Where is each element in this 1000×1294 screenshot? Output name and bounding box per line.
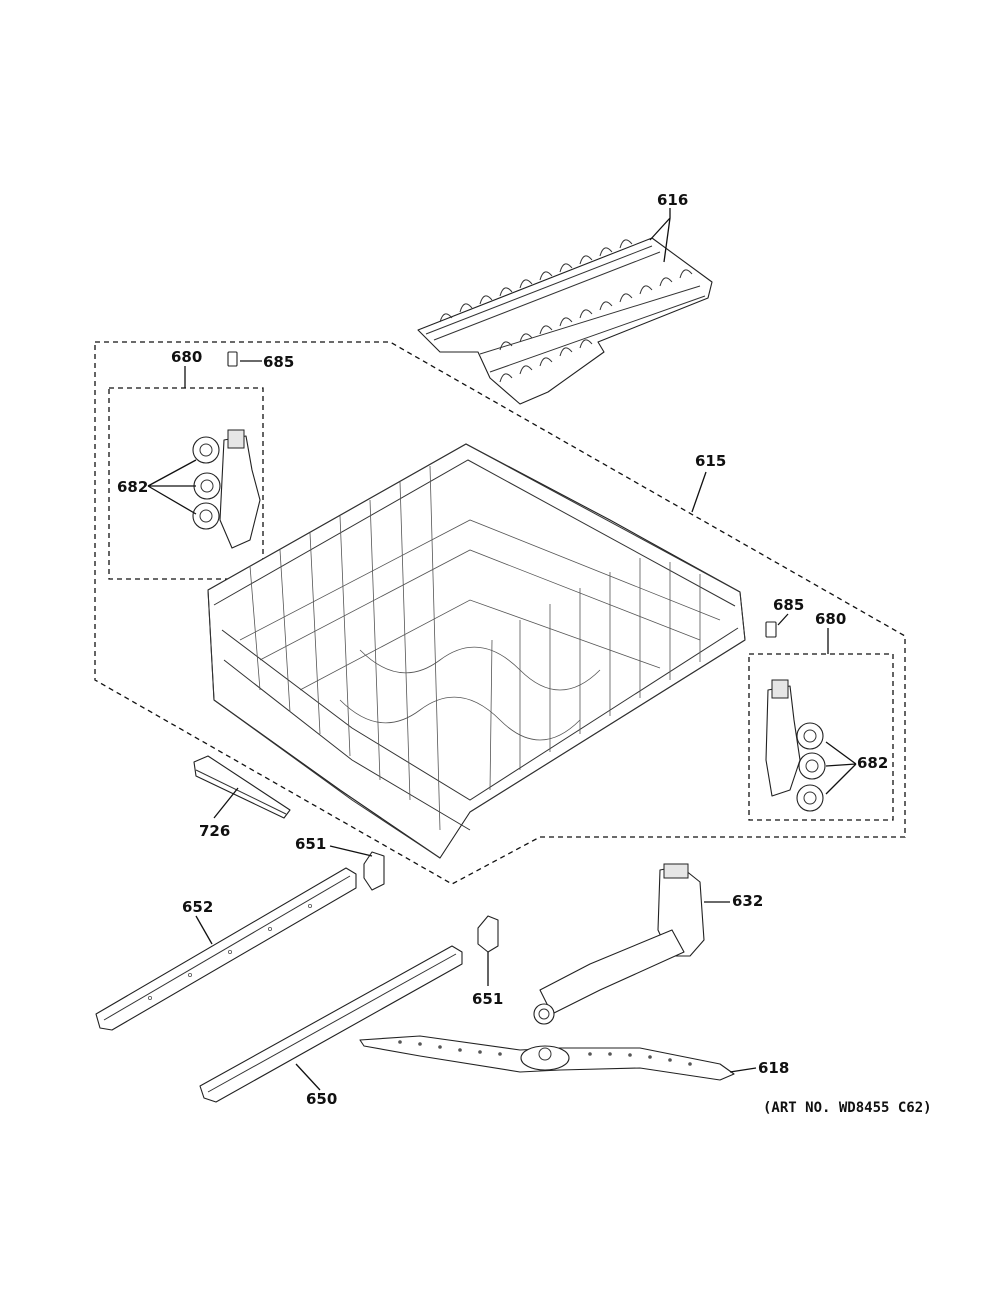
callout-680-right: 680 <box>815 610 846 628</box>
upper-rack-615 <box>207 443 746 859</box>
roller-kit-680-right <box>765 679 826 812</box>
roller-kit-left-outline <box>108 387 264 580</box>
callout-682-left: 682 <box>117 478 148 496</box>
tine-rack-616 <box>417 237 713 405</box>
track-rail-652 <box>95 867 357 1031</box>
upper-rack-assembly-outline <box>94 341 906 885</box>
track-rail-650 <box>199 945 463 1103</box>
manifold-632 <box>533 863 705 1025</box>
badge-726 <box>193 755 291 819</box>
rail-stop-651-lower <box>477 915 499 953</box>
callout-651-upper: 651 <box>295 835 326 853</box>
callout-632: 632 <box>732 892 763 910</box>
callout-616: 616 <box>657 191 688 209</box>
callout-726: 726 <box>199 822 230 840</box>
callout-651-lower: 651 <box>472 990 503 1008</box>
roller-kit-right-outline <box>748 653 894 821</box>
clip-685-right <box>765 621 777 638</box>
callout-labels: 616 680 685 682 615 685 680 682 726 651 … <box>117 191 888 1108</box>
leader-lines <box>147 208 857 1091</box>
callout-618: 618 <box>758 1059 789 1077</box>
callout-682-right: 682 <box>857 754 888 772</box>
callout-615: 615 <box>695 452 726 470</box>
art-number: (ART NO. WD8455 C62) <box>763 1100 932 1116</box>
callout-650: 650 <box>306 1090 337 1108</box>
callout-685-left: 685 <box>263 353 294 371</box>
callout-652: 652 <box>182 898 213 916</box>
roller-kit-680-left <box>192 429 261 549</box>
clip-685-left <box>227 351 238 367</box>
callout-680-left: 680 <box>171 348 202 366</box>
callout-685-right: 685 <box>773 596 804 614</box>
spray-arm-618 <box>359 1035 735 1081</box>
rail-stop-651-upper <box>363 851 385 891</box>
